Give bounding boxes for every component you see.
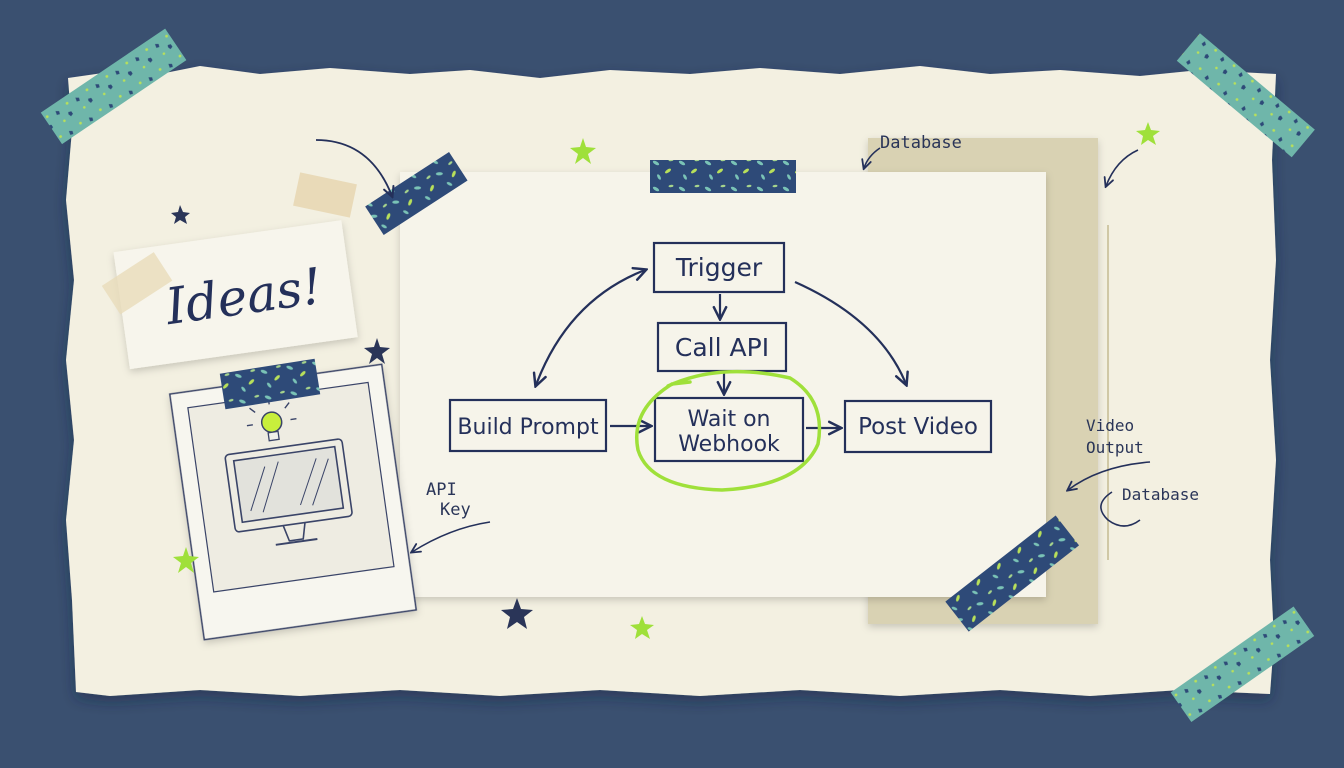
arrow-curve-top-left: [315, 139, 392, 196]
node-build-prompt: [448, 398, 608, 453]
arrow-top-right: [1106, 149, 1139, 186]
flow-diagram: [448, 241, 993, 463]
node-trigger: [652, 241, 786, 294]
washi-tape-polaroid: [219, 358, 321, 410]
edge-trigger-to-post: [794, 280, 906, 384]
masking-tape-beige: [293, 172, 357, 218]
api-key-label-line2: Key: [440, 500, 471, 520]
node-wait-on-webhook: [653, 396, 805, 463]
star-icon: [173, 547, 199, 573]
arrow-database-top: [864, 147, 881, 168]
squiggle-database-right: [1100, 491, 1141, 527]
washi-tape-ideas: [365, 151, 468, 235]
node-wait-label-line1: Wait on: [688, 407, 771, 432]
database-right-label: Database: [1122, 485, 1199, 504]
washi-tape-top-right: [1176, 33, 1315, 158]
star-icon: [570, 138, 596, 164]
node-build-prompt-label: Build Prompt: [457, 415, 599, 440]
api-key-label-line1: API: [426, 480, 457, 500]
star-icon: [364, 338, 390, 364]
star-icon: [501, 598, 533, 629]
star-icon: [1136, 122, 1160, 145]
washi-tape-bottom-right: [1170, 606, 1315, 723]
monitor-icon: [224, 438, 353, 546]
video-output-label-line2: Output: [1086, 438, 1144, 457]
arrow-api-key: [412, 521, 491, 552]
star-icon: [171, 205, 190, 224]
arrow-video-output: [1068, 461, 1151, 490]
node-wait-label-line2: Webhook: [678, 432, 780, 457]
node-post-video: [843, 399, 993, 454]
node-post-video-label: Post Video: [858, 414, 978, 440]
star-icon: [630, 616, 654, 639]
highlight-circle: [635, 369, 822, 492]
ideas-note: Ideas!: [101, 220, 358, 370]
polaroid-photo: [168, 363, 418, 641]
node-trigger-label: Trigger: [675, 253, 763, 282]
lightbulb-icon: [246, 398, 297, 442]
video-output-label-line1: Video: [1086, 416, 1134, 435]
washi-tape-card-top: [650, 160, 796, 193]
washi-tape-top-left: [40, 28, 187, 145]
washi-tape-card-corner: [945, 515, 1080, 632]
node-call-api-label: Call API: [675, 333, 769, 362]
edge-trigger-build-loop: [536, 270, 645, 385]
database-top-label: Database: [880, 133, 962, 153]
